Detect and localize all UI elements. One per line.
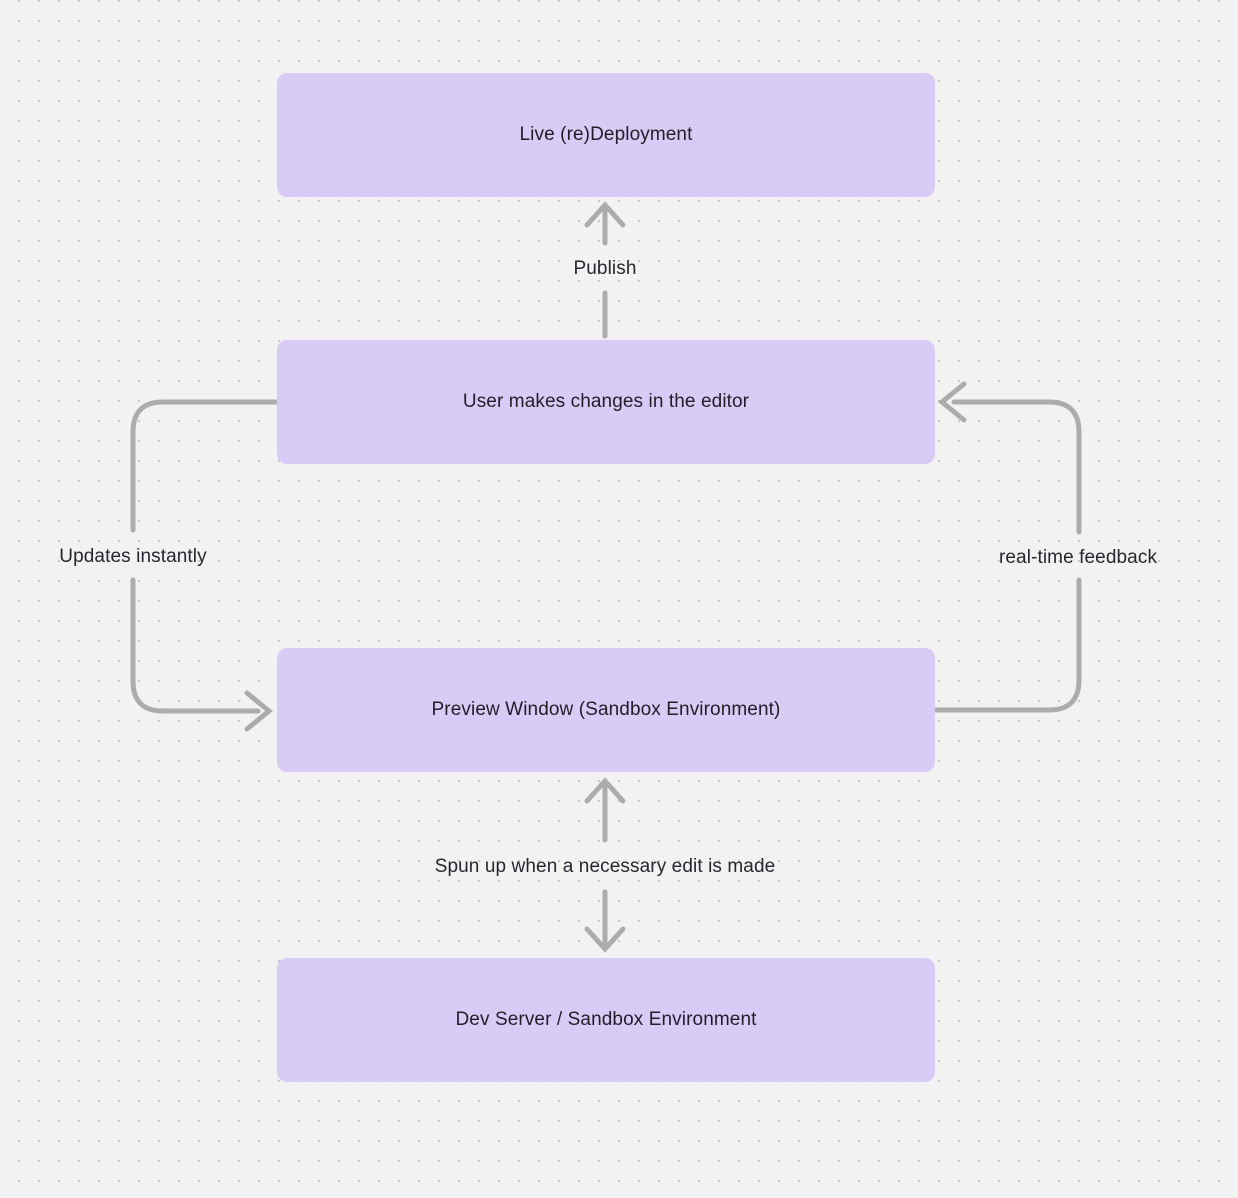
edge-label-spun-up[interactable]: Spun up when a necessary edit is made	[434, 856, 776, 877]
node-label: User makes changes in the editor	[462, 390, 750, 412]
arrowhead-up-icon	[584, 201, 626, 228]
node-label: Preview Window (Sandbox Environment)	[431, 698, 781, 720]
edge-label-publish[interactable]: Publish	[573, 258, 637, 279]
arrow-segment	[951, 399, 1082, 535]
node-live-deployment[interactable]: Live (re)Deployment	[277, 73, 935, 197]
node-dev-server[interactable]: Dev Server / Sandbox Environment	[277, 958, 935, 1082]
arrow-segment	[130, 577, 261, 714]
arrowhead-down-icon	[584, 926, 626, 953]
node-user-editor[interactable]: User makes changes in the editor	[277, 340, 935, 464]
arrow-segment	[932, 577, 1082, 713]
node-label: Live (re)Deployment	[519, 123, 693, 145]
edge-label-updates-instantly[interactable]: Updates instantly	[59, 546, 207, 567]
arrow-segment	[130, 399, 280, 533]
arrowhead-up-icon	[584, 777, 626, 804]
node-label: Dev Server / Sandbox Environment	[455, 1008, 757, 1030]
node-preview-window[interactable]: Preview Window (Sandbox Environment)	[277, 648, 935, 772]
arrowhead-left-icon	[938, 381, 967, 423]
arrowhead-right-icon	[244, 690, 273, 732]
edge-label-real-time-feedback[interactable]: real-time feedback	[998, 547, 1158, 568]
